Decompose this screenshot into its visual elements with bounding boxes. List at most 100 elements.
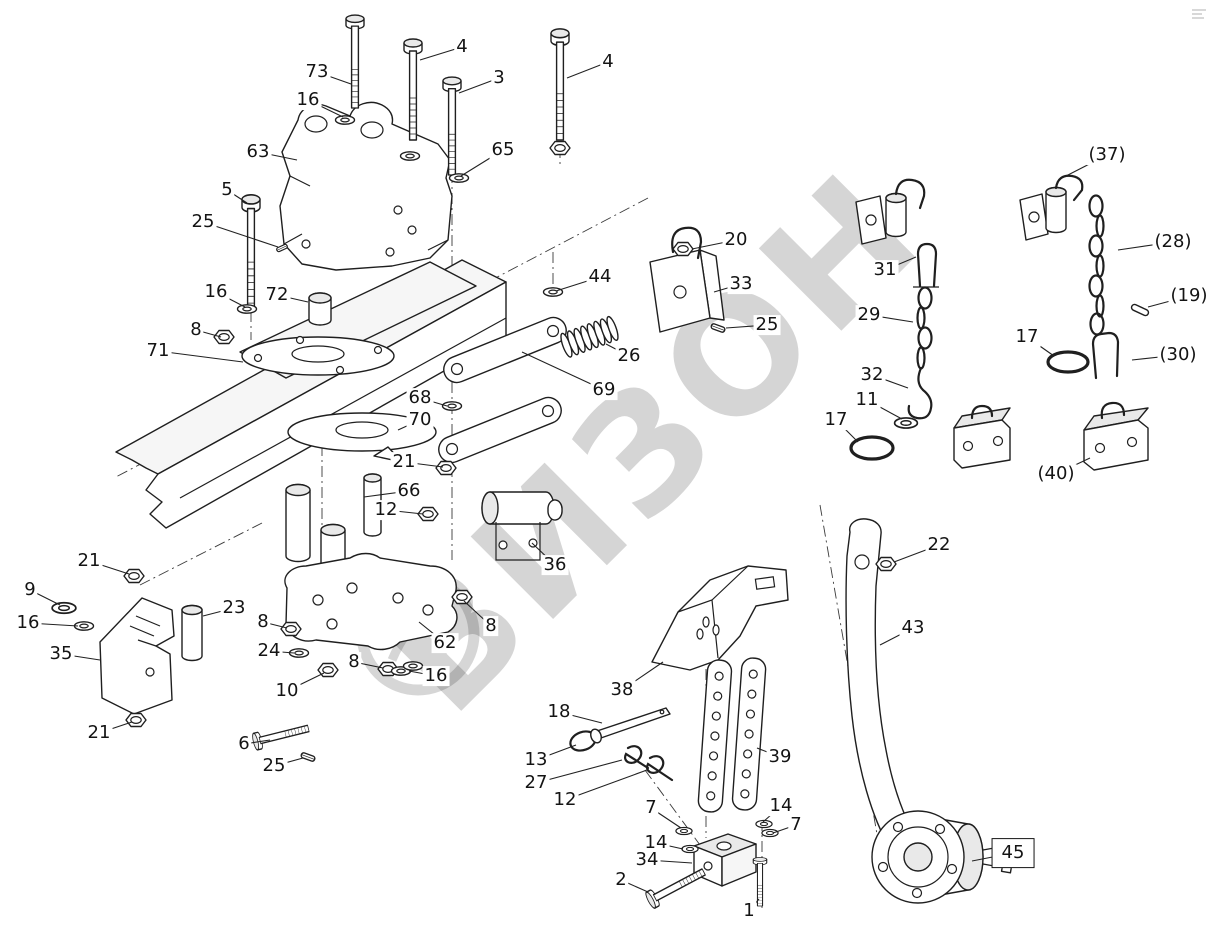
leader-line [564,769,648,801]
callout-69: 69 [590,379,618,401]
callout-17: 17 [1013,326,1041,348]
callout-71: 71 [144,340,172,362]
callout-14: 14 [642,832,670,854]
callout-3: 3 [491,67,507,89]
callout-33: 33 [727,273,755,295]
callout-27: 27 [522,772,550,794]
callout-16: 16 [202,281,230,303]
part-link-upper [443,316,567,384]
callout-13: 13 [522,749,550,771]
callout-16: 16 [14,612,42,634]
part-ring-left [849,435,895,461]
callout-21: 21 [75,550,103,572]
callout-25: 25 [189,211,217,233]
part-wheel-hub [871,810,1013,904]
callout-23: 23 [220,597,248,619]
callout-21: 21 [390,451,418,473]
callout-68: 68 [406,387,434,409]
callout-65: 65 [489,139,517,161]
part-bottom-plate [284,552,458,651]
part-lock-pin-assembly-left [855,178,926,245]
part-clamp-block [99,597,175,715]
callout-8: 8 [346,651,362,673]
callout-11: 11 [853,389,881,411]
callout-17: 17 [822,409,850,431]
callout-19: (19) [1168,285,1210,307]
part-spring-clip-2 [646,755,674,782]
callout-6: 6 [236,733,252,755]
part-linch-pin [569,707,671,752]
callout-12: 12 [551,789,579,811]
part-lock-pin-assembly-right [1019,174,1084,241]
callout-22: 22 [925,534,953,556]
callout-35: 35 [47,643,75,665]
part-flange-disc-lower [287,412,437,463]
callout-39: 39 [766,746,794,768]
callout-8: 8 [255,611,271,633]
callout-72: 72 [263,284,291,306]
corner-stamp [1192,9,1206,19]
part-ring-right [1046,350,1090,374]
callout-30: (30) [1157,344,1199,366]
callout-25: 25 [753,314,781,336]
part-flange-disc-upper [241,335,395,376]
callout-8: 8 [483,615,499,637]
callout-40: (40) [1035,463,1077,485]
part-latch-bracket [649,226,725,333]
callout-4: 4 [454,36,470,58]
callout-63: 63 [244,141,272,163]
part-spring-clip-1 [624,745,650,770]
callout-28: (28) [1152,231,1194,253]
part-chain-bracket-left [953,404,1011,469]
callout-4: 4 [600,51,616,73]
leader-line [157,350,244,363]
leader-line [535,759,623,784]
part-hook [907,366,933,420]
callout-2: 2 [613,869,629,891]
part-pivot-clamp [481,491,563,561]
part-pin [181,604,203,662]
callout-31: 31 [871,259,899,281]
callout-66: 66 [395,480,423,502]
callout-12: 12 [372,499,400,521]
callout-37: (37) [1086,144,1128,166]
callout-26: 26 [615,345,643,367]
callout-7: 7 [788,814,804,836]
callout-44: 44 [586,266,614,288]
callout-38: 38 [608,679,636,701]
callout-8: 8 [188,319,204,341]
callout-21: 21 [85,722,113,744]
callout-73: 73 [303,61,331,83]
callout-62: 62 [431,632,459,654]
part-chain-bracket-right [1083,401,1149,471]
part-small-pin [1130,303,1150,317]
callout-7: 7 [643,797,659,819]
callout-45: 45 [991,838,1035,868]
callout-18: 18 [545,701,573,723]
callout-24: 24 [255,640,283,662]
callout-32: 32 [858,364,886,386]
part-bushing-small [308,292,332,326]
callout-20: 20 [722,229,750,251]
part-anchor-box [693,833,757,887]
callout-29: 29 [855,304,883,326]
part-chain-right [1088,194,1105,336]
callout-14: 14 [767,795,795,817]
part-staple [1091,331,1120,380]
part-jaw-bracket [651,565,789,671]
part-spring [560,315,619,358]
callout-16: 16 [422,665,450,687]
callout-10: 10 [273,680,301,702]
callout-5: 5 [219,179,235,201]
part-adjustment-plates [697,657,767,813]
callout-43: 43 [899,617,927,639]
callout-36: 36 [541,554,569,576]
callout-34: 34 [633,849,661,871]
callout-70: 70 [406,409,434,431]
leader-line [521,351,605,391]
callout-9: 9 [22,579,38,601]
part-link-lower [438,396,562,464]
callout-16: 16 [294,89,322,111]
